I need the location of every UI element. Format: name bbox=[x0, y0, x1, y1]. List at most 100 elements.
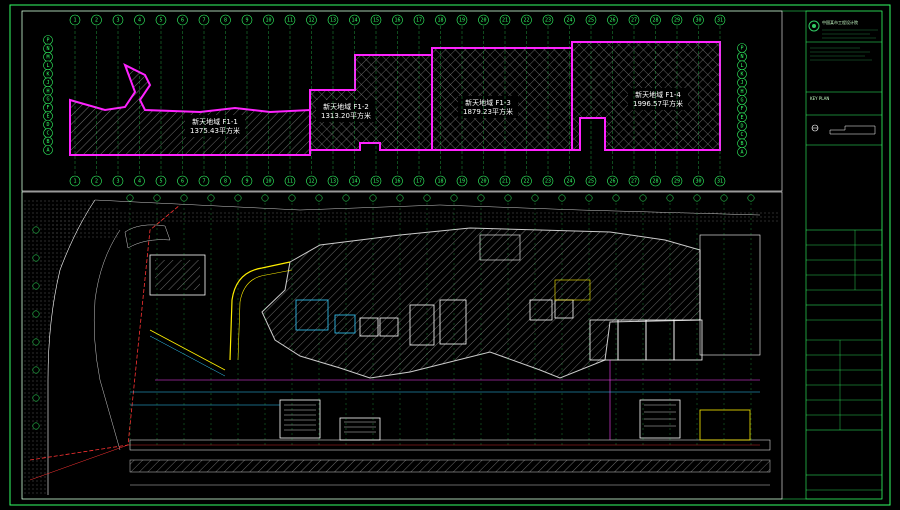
svg-text:新天地域 F1-2: 新天地域 F1-2 bbox=[323, 102, 369, 111]
grid-label-3-top: 3 bbox=[116, 18, 119, 24]
key-plan: 新天地域 F1-1 1375.43平方米 新天地域 F1-2 1313.20平方… bbox=[21, 10, 783, 192]
floor-grid-bubble-left bbox=[32, 310, 40, 318]
grid-label-26-top: 26 bbox=[609, 18, 615, 24]
grid-label-left-K: K bbox=[46, 71, 49, 77]
grid-label-left-E: E bbox=[46, 114, 49, 120]
svg-text:新天地域 F1-4: 新天地域 F1-4 bbox=[635, 90, 681, 99]
floor-grid-bubble bbox=[477, 194, 485, 202]
grid-label-left-G: G bbox=[46, 97, 49, 103]
grid-bubble-1-bottom bbox=[69, 175, 81, 187]
floor-grid-bubble bbox=[153, 194, 161, 202]
grid-bubble-31-top bbox=[714, 14, 726, 26]
grid-label-right-D: D bbox=[740, 124, 743, 130]
grid-bubble-19-top bbox=[456, 14, 468, 26]
yellow-walkway bbox=[229, 261, 291, 361]
grid-bubble-9-bottom bbox=[241, 175, 253, 187]
grid-label-1-bottom: 1 bbox=[73, 179, 76, 185]
grid-label-27-top: 27 bbox=[631, 18, 637, 24]
grid-label-2-bottom: 2 bbox=[95, 179, 98, 185]
grid-label-6-top: 6 bbox=[181, 18, 184, 24]
grid-label-right-P: P bbox=[740, 46, 743, 52]
grid-label-left-L: L bbox=[46, 63, 49, 69]
grid-bubble-30-top bbox=[693, 14, 704, 26]
grid-label-30-top: 30 bbox=[695, 18, 701, 24]
red-boundary-line bbox=[29, 204, 181, 461]
floor-grid-bubble bbox=[747, 194, 755, 202]
grid-bubble-right-A bbox=[737, 147, 747, 157]
floor-plan-frame bbox=[21, 191, 783, 500]
grid-bubble-21-top bbox=[499, 14, 511, 26]
grid-bubble-14-top bbox=[349, 14, 360, 26]
floor-grid-bubble bbox=[558, 194, 566, 202]
grid-bubble-12-top bbox=[306, 14, 317, 26]
grid-bubble-7-top bbox=[198, 14, 210, 26]
cyan-diag-1 bbox=[149, 335, 226, 377]
grid-bubble-5-top bbox=[155, 14, 167, 26]
grid-label-right-B: B bbox=[740, 141, 743, 147]
grid-label-right-F: F bbox=[740, 106, 743, 112]
right-service-block bbox=[699, 234, 761, 356]
grid-label-17-bottom: 17 bbox=[416, 179, 422, 185]
grid-label-20-top: 20 bbox=[480, 18, 486, 24]
grid-bubble-16-bottom bbox=[392, 175, 403, 187]
grid-bubble-20-bottom bbox=[478, 175, 489, 187]
floor-grid-bubble bbox=[234, 194, 242, 202]
grid-label-17-top: 17 bbox=[416, 18, 422, 24]
grid-bubble-24-bottom bbox=[564, 175, 575, 187]
section-marker-icon bbox=[811, 124, 876, 135]
grid-bubble-22-bottom bbox=[521, 175, 532, 187]
grid-bubble-1-top bbox=[69, 14, 81, 26]
grid-bubble-10-top bbox=[263, 14, 274, 26]
floor-grid-bubble-left bbox=[32, 422, 40, 430]
floor-grid-bubble bbox=[423, 194, 431, 202]
floor-grid-bubble bbox=[504, 194, 512, 202]
grid-label-3-bottom: 3 bbox=[116, 179, 119, 185]
grid-label-27-bottom: 27 bbox=[631, 179, 637, 185]
grid-bubble-6-top bbox=[177, 14, 188, 26]
grid-label-28-top: 28 bbox=[652, 18, 658, 24]
grid-label-11-bottom: 11 bbox=[287, 179, 293, 185]
grid-label-8-top: 8 bbox=[224, 18, 227, 24]
grid-label-26-bottom: 26 bbox=[609, 179, 615, 185]
floor-grid-bubble bbox=[720, 194, 728, 202]
site-dotted-strip bbox=[100, 210, 780, 222]
grid-bubble-24-top bbox=[564, 14, 575, 26]
grid-label-left-F: F bbox=[46, 105, 49, 111]
floor-grid-bubble bbox=[585, 194, 593, 202]
grid-bubble-21-bottom bbox=[499, 175, 511, 187]
floor-grid-bubble-left bbox=[32, 254, 40, 262]
zone-label-f1-4: 新天地域 F1-4 1996.57平方米 bbox=[628, 88, 688, 110]
grid-bubble-19-bottom bbox=[456, 175, 468, 187]
grid-bubble-3-bottom bbox=[112, 175, 124, 187]
grid-bubble-23-bottom bbox=[542, 175, 554, 187]
floor-grid-bubble bbox=[396, 194, 404, 202]
grid-bubble-17-top bbox=[413, 14, 425, 26]
grid-bubble-26-top bbox=[607, 14, 618, 26]
grid-label-10-top: 10 bbox=[265, 18, 271, 24]
grid-label-left-D: D bbox=[46, 122, 49, 128]
grid-label-right-K: K bbox=[740, 72, 743, 78]
floor-grid-bubble-left bbox=[32, 226, 40, 234]
svg-text:1996.57平方米: 1996.57平方米 bbox=[633, 99, 683, 108]
grid-label-31-bottom: 31 bbox=[717, 179, 723, 185]
key-plan-frame bbox=[21, 10, 783, 192]
yellow-walkway-inner bbox=[237, 269, 293, 361]
grid-label-19-bottom: 19 bbox=[459, 179, 465, 185]
grid-label-left-C: C bbox=[46, 131, 49, 137]
grid-label-left-M: M bbox=[46, 54, 49, 60]
grid-label-right-L: L bbox=[740, 63, 743, 69]
grid-bubble-15-bottom bbox=[370, 175, 382, 187]
grid-label-left-P: P bbox=[46, 38, 49, 44]
grid-label-1-top: 1 bbox=[73, 18, 76, 24]
floor-grid-bubble-left bbox=[32, 338, 40, 346]
grid-bubble-4-bottom bbox=[134, 175, 145, 187]
svg-text:新天地域 F1-3: 新天地域 F1-3 bbox=[465, 98, 511, 107]
lower-corridor-hatch bbox=[129, 459, 771, 473]
grid-bubble-7-bottom bbox=[198, 175, 210, 187]
floor-grid-bubble bbox=[450, 194, 458, 202]
floor-grid-bubble bbox=[126, 194, 134, 202]
floor-grid-bubble bbox=[369, 194, 377, 202]
grid-bubble-4-top bbox=[134, 14, 145, 26]
grid-label-14-top: 14 bbox=[351, 18, 357, 24]
